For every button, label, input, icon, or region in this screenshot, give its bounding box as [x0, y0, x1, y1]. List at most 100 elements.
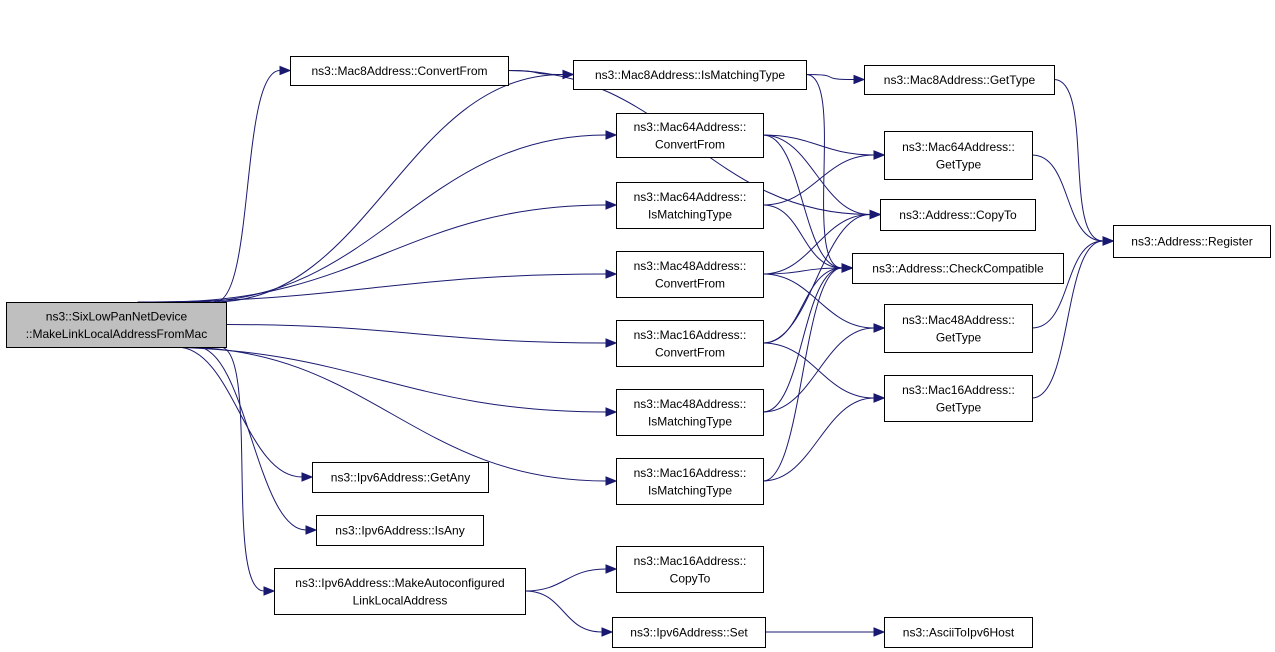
edge-line [215, 70, 281, 303]
node-mac8-convertfrom[interactable]: ns3::Mac8Address::ConvertFrom [290, 56, 509, 86]
edge-line [762, 327, 875, 413]
node-label-line: ns3::Mac64Address:: [902, 140, 1015, 154]
node-address-checkcompatible[interactable]: ns3::Address::CheckCompatible [852, 253, 1064, 284]
node-box [6, 302, 227, 348]
edge-line [190, 134, 607, 303]
node-mac48-gettype[interactable]: ns3::Mac48Address::GetType [884, 304, 1033, 353]
edge-arrowhead [873, 150, 886, 160]
edge-root-to-mac8-ismatchingtype [213, 69, 575, 303]
edge-arrowhead [869, 209, 882, 220]
node-label-line: ns3::Mac48Address:: [634, 397, 747, 411]
edge-line [151, 346, 607, 413]
edge-line [762, 204, 843, 269]
edge-arrowhead [873, 627, 886, 637]
node-ipv6-makeautoconfigured[interactable]: ns3::Ipv6Address::MakeAutoconfiguredLink… [274, 568, 526, 615]
edge-line [762, 214, 871, 275]
edge-mac64-ismatchingtype-to-mac64-gettype [762, 150, 886, 206]
node-label-line: GetType [936, 157, 982, 171]
node-label-line: CopyTo [670, 571, 711, 585]
edge-arrowhead [605, 200, 618, 210]
edge-mac8-convertfrom-to-mac8-ismatchingtype [507, 69, 575, 80]
node-label-line: ns3::Ipv6Address::IsAny [335, 524, 464, 538]
node-label-line: GetType [936, 330, 982, 344]
edge-line [178, 346, 607, 482]
edge-mac16-convertfrom-to-mac16-gettype [762, 342, 886, 403]
node-mac64-gettype[interactable]: ns3::Mac64Address::GetType [884, 131, 1033, 180]
edge-line [163, 204, 607, 303]
node-box [616, 546, 764, 593]
edge-root-to-mac16-convertfrom [225, 324, 618, 348]
node-box [884, 304, 1033, 353]
node-box [884, 131, 1033, 180]
node-mac48-ismatchingtype[interactable]: ns3::Mac48Address::IsMatchingType [616, 389, 764, 436]
edge-arrowhead [605, 269, 618, 279]
edge-line [805, 74, 843, 269]
node-label-line: ns3::Mac8Address::IsMatchingType [595, 68, 785, 82]
node-mac64-convertfrom[interactable]: ns3::Mac64Address::ConvertFrom [616, 113, 764, 158]
edge-arrowhead [841, 263, 854, 273]
node-box [312, 462, 489, 493]
node-ipv6-set[interactable]: ns3::Ipv6Address::Set [612, 617, 766, 648]
edge-arrowhead [605, 407, 618, 417]
node-mac16-gettype[interactable]: ns3::Mac16Address::GetType [884, 375, 1033, 422]
node-mac16-ismatchingtype[interactable]: ns3::Mac16Address::IsMatchingType [616, 458, 764, 505]
node-address-copyto[interactable]: ns3::Address::CopyTo [880, 199, 1036, 231]
edge-line [762, 267, 843, 482]
edge-arrowhead [605, 338, 618, 348]
edge-mac64-gettype-to-address-register [1031, 154, 1115, 246]
edge-mac8-gettype-to-address-register [1053, 79, 1115, 246]
node-box [616, 182, 764, 229]
edge-line [762, 134, 871, 215]
edge-line [524, 590, 603, 633]
node-mac16-copyto[interactable]: ns3::Mac16Address::CopyTo [616, 546, 764, 593]
node-label-line: IsMatchingType [648, 483, 732, 497]
node-mac8-ismatchingtype[interactable]: ns3::Mac8Address::IsMatchingType [573, 60, 807, 90]
node-mac48-convertfrom[interactable]: ns3::Mac48Address::ConvertFrom [616, 251, 764, 298]
node-asciitoipv6host[interactable]: ns3::AsciiToIpv6Host [884, 617, 1033, 648]
node-box [852, 253, 1064, 284]
edge-mac8-ismatchingtype-to-mac8-gettype [805, 74, 866, 85]
node-label-line: LinkLocalAddress [353, 593, 448, 607]
node-label-line: ConvertFrom [655, 276, 725, 290]
edge-line [762, 154, 875, 206]
node-box [884, 617, 1033, 648]
node-mac8-gettype[interactable]: ns3::Mac8Address::GetType [864, 65, 1055, 95]
edge-arrowhead [562, 69, 575, 80]
node-label-line: IsMatchingType [648, 207, 732, 221]
edge-line [762, 267, 843, 275]
node-ipv6-isany[interactable]: ns3::Ipv6Address::IsAny [316, 515, 484, 546]
edge-arrowhead [873, 323, 886, 333]
edge-arrowhead [605, 476, 618, 486]
node-mac16-convertfrom[interactable]: ns3::Mac16Address::ConvertFrom [616, 320, 764, 367]
edge-line [213, 74, 564, 303]
edge-line [196, 346, 307, 531]
node-label-line: ns3::Mac16Address:: [634, 466, 747, 480]
node-label-line: ns3::AsciiToIpv6Host [903, 626, 1015, 640]
node-label-line: ns3::Mac16Address:: [634, 554, 747, 568]
node-label-line: ns3::Ipv6Address::Set [630, 626, 748, 640]
edge-line [1031, 154, 1104, 242]
node-label-line: ns3::Mac16Address:: [634, 328, 747, 342]
node-box [884, 375, 1033, 422]
edge-mac48-ismatchingtype-to-address-checkcompatible [762, 263, 854, 413]
edge-mac16-ismatchingtype-to-address-checkcompatible [762, 263, 854, 482]
edge-line [762, 397, 875, 482]
node-mac64-ismatchingtype[interactable]: ns3::Mac64Address::IsMatchingType [616, 182, 764, 229]
edge-line [805, 74, 855, 80]
node-root[interactable]: ns3::SixLowPanNetDevice::MakeLinkLocalAd… [6, 302, 227, 348]
node-address-register[interactable]: ns3::Address::Register [1113, 225, 1271, 258]
node-label-line: ns3::Ipv6Address::GetAny [331, 471, 470, 485]
node-label-line: ::MakeLinkLocalAddressFromMac [26, 327, 207, 341]
node-ipv6-getany[interactable]: ns3::Ipv6Address::GetAny [312, 462, 489, 493]
node-label-line: ns3::SixLowPanNetDevice [46, 309, 188, 323]
edge-ipv6-makeautoconfigured-to-mac16-copyto [524, 564, 618, 592]
edge-line [219, 346, 265, 592]
edge-line [762, 134, 843, 269]
node-box [616, 458, 764, 505]
node-label-line: IsMatchingType [648, 414, 732, 428]
edge-root-to-mac16-ismatchingtype [178, 346, 618, 486]
edge-mac16-ismatchingtype-to-mac16-gettype [762, 393, 886, 482]
edge-arrowhead [1102, 236, 1115, 246]
